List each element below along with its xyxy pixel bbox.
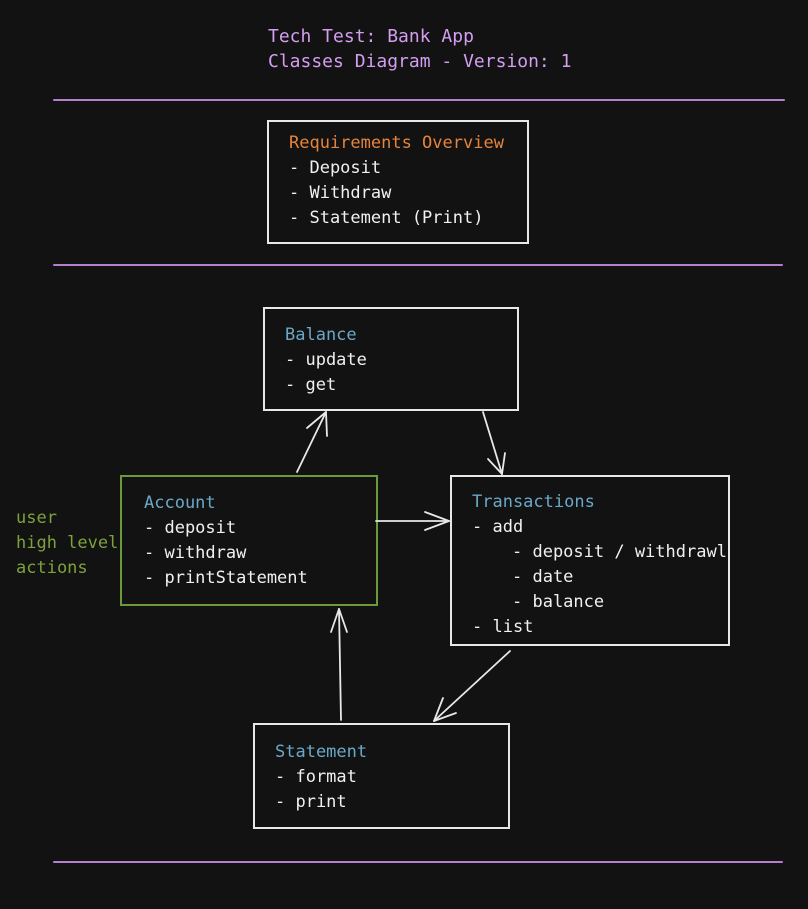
- arrow-account-to-balance: [296, 411, 328, 473]
- transactions-field-date: - date: [512, 567, 574, 587]
- arrow-statement-to-account: [330, 608, 348, 721]
- account-method-withdraw: - withdraw: [144, 543, 247, 563]
- requirement-item-withdraw: - Withdraw: [289, 183, 392, 203]
- requirement-item-statement: - Statement (Print): [289, 208, 484, 228]
- transactions-class-box: Transactions - add - deposit / withdrawl…: [450, 475, 730, 646]
- transactions-class-title: Transactions: [472, 492, 595, 512]
- transactions-field-deposit-withdrawl: - deposit / withdrawl: [512, 542, 727, 562]
- balance-method-update: - update: [285, 350, 367, 370]
- divider-bottom: [53, 861, 783, 863]
- side-note-line-3: actions: [16, 558, 88, 578]
- side-note-line-1: user: [16, 508, 57, 528]
- diagram-title: Tech Test: Bank App: [268, 26, 474, 47]
- balance-method-get: - get: [285, 375, 337, 395]
- transactions-field-balance: - balance: [512, 592, 605, 612]
- divider-top: [53, 99, 785, 101]
- transactions-method-add: - add: [472, 517, 524, 537]
- side-note-user-actions: user high level actions: [16, 506, 118, 581]
- statement-method-format: - format: [275, 767, 357, 787]
- statement-class-title: Statement: [275, 742, 368, 762]
- diagram-subtitle: Classes Diagram - Version: 1: [268, 51, 572, 72]
- requirements-title: Requirements Overview: [289, 133, 504, 153]
- diagram-title-block: Tech Test: Bank App Classes Diagram - Ve…: [268, 24, 571, 74]
- arrow-balance-to-transactions: [482, 411, 506, 475]
- account-method-deposit: - deposit: [144, 518, 237, 538]
- account-class-title: Account: [144, 493, 216, 513]
- account-class-box: Account - deposit - withdraw - printStat…: [120, 475, 378, 606]
- balance-class-title: Balance: [285, 325, 357, 345]
- side-note-line-2: high level: [16, 533, 119, 553]
- arrow-transactions-to-statement: [433, 650, 511, 722]
- balance-class-box: Balance - update - get: [263, 307, 519, 411]
- transactions-method-list: - list: [472, 617, 534, 637]
- arrow-account-to-transactions: [375, 511, 450, 531]
- requirement-item-deposit: - Deposit: [289, 158, 382, 178]
- divider-middle: [53, 264, 783, 266]
- statement-method-print: - print: [275, 792, 347, 812]
- requirements-box: Requirements Overview - Deposit - Withdr…: [267, 120, 529, 244]
- statement-class-box: Statement - format - print: [253, 723, 510, 829]
- account-method-print-statement: - printStatement: [144, 568, 308, 588]
